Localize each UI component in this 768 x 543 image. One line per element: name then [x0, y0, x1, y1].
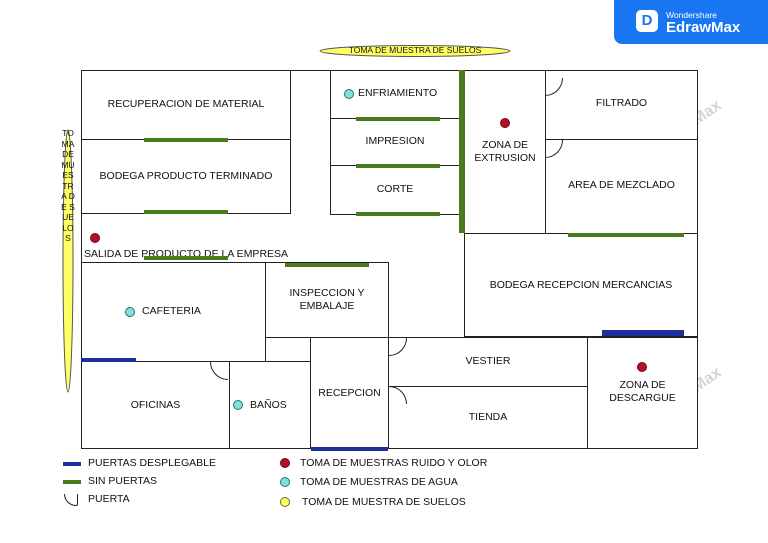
- legend-open-door-swatch: [63, 480, 81, 484]
- water-sample-dot: [233, 400, 243, 410]
- noise-odor-sample-dot: [90, 233, 100, 243]
- legend-open-door-label: SIN PUERTAS: [88, 475, 158, 487]
- open-door-bar: [568, 233, 684, 237]
- open-door-bar-vertical: [459, 70, 465, 233]
- room-zona-descargue-label: ZONA DE DESCARGUE: [609, 379, 676, 404]
- open-door-bar: [356, 117, 440, 121]
- room-impresion-label: IMPRESION: [365, 135, 425, 147]
- room-oficinas-label: OFICINAS: [130, 399, 181, 411]
- room-impresion: [330, 118, 460, 166]
- room-recepcion: [310, 337, 389, 449]
- room-inspeccion-label: INSPECCION Y EMBALAJE: [289, 287, 365, 312]
- noise-odor-sample-dot: [637, 362, 647, 372]
- legend-soil-label: TOMA DE MUESTRA DE SUELOS: [302, 496, 466, 508]
- room-filtrado-label: FILTRADO: [595, 97, 648, 109]
- open-door-bar: [356, 212, 440, 216]
- room-tienda: [388, 386, 588, 449]
- soil-sample-side-marker: [62, 129, 74, 393]
- legend-water-label: TOMA DE MUESTRAS DE AGUA: [300, 476, 458, 488]
- legend-door-icon: [64, 494, 78, 506]
- legend-noise-odor-label: TOMA DE MUESTRAS RUIDO Y OLOR: [300, 457, 488, 469]
- room-filtrado: [545, 70, 698, 140]
- room-oficinas: [81, 361, 230, 449]
- room-corte: [330, 165, 460, 215]
- room-recuperacion-label: RECUPERACION DE MATERIAL: [107, 98, 265, 110]
- room-banos-label: BAÑOS: [250, 399, 287, 411]
- corridor-block: [265, 337, 311, 363]
- legend-folding-door-swatch: [63, 462, 81, 466]
- room-bodega-producto-label: BODEGA PRODUCTO TERMINADO: [99, 170, 273, 182]
- folding-door-bar: [81, 358, 136, 362]
- legend-noise-odor-dot: [280, 458, 290, 468]
- edrawmax-badge: D Wondershare EdrawMax: [614, 0, 768, 44]
- room-zona-descargue: [587, 337, 698, 449]
- room-vestier-label: VESTIER: [465, 355, 511, 367]
- room-enfriamiento-label: ENFRIAMIENTO: [358, 87, 438, 99]
- open-door-bar: [356, 164, 440, 168]
- soil-sample-top-marker: [319, 45, 511, 57]
- salida-producto-label: SALIDA DE PRODUCTO DE LA EMPRESA: [84, 248, 289, 260]
- room-cafeteria: [81, 262, 266, 362]
- room-bodega-recepcion: [464, 233, 698, 337]
- legend-water-dot: [280, 477, 290, 487]
- legend-door-label: PUERTA: [88, 493, 130, 505]
- room-area-mezclado-label: AREA DE MEZCLADO: [568, 179, 675, 191]
- room-cafeteria-label: CAFETERIA: [142, 305, 201, 317]
- legend-soil-dot: [280, 497, 290, 507]
- open-door-bar: [285, 263, 369, 267]
- room-tienda-label: TIENDA: [468, 411, 508, 423]
- room-corte-label: CORTE: [376, 183, 414, 195]
- brand-big-text: EdrawMax: [666, 19, 741, 36]
- open-door-bar: [144, 210, 228, 214]
- open-door-bar: [144, 138, 228, 142]
- legend-folding-door-label: PUERTAS DESPLEGABLE: [88, 457, 216, 469]
- room-bodega-recepcion-label: BODEGA RECEPCION MERCANCIAS: [489, 279, 673, 291]
- open-door-bar: [144, 256, 228, 260]
- room-zona-extrusion-label: ZONA DE EXTRUSION: [474, 139, 536, 164]
- soil-sample-side-label: TOMA DE MUESTRA DE SUELOS: [61, 128, 75, 243]
- water-sample-dot: [344, 89, 354, 99]
- edrawmax-logo-icon: D: [636, 10, 658, 32]
- folding-door-bar: [311, 447, 388, 451]
- noise-odor-sample-dot: [500, 118, 510, 128]
- water-sample-dot: [125, 307, 135, 317]
- room-recepcion-label: RECEPCION: [318, 387, 381, 399]
- room-recuperacion: [81, 70, 291, 140]
- brand-small-text: Wondershare: [666, 10, 717, 20]
- folding-door-bar: [602, 330, 684, 336]
- soil-sample-top-label: TOMA DE MUESTRA DE SUELOS: [348, 45, 482, 55]
